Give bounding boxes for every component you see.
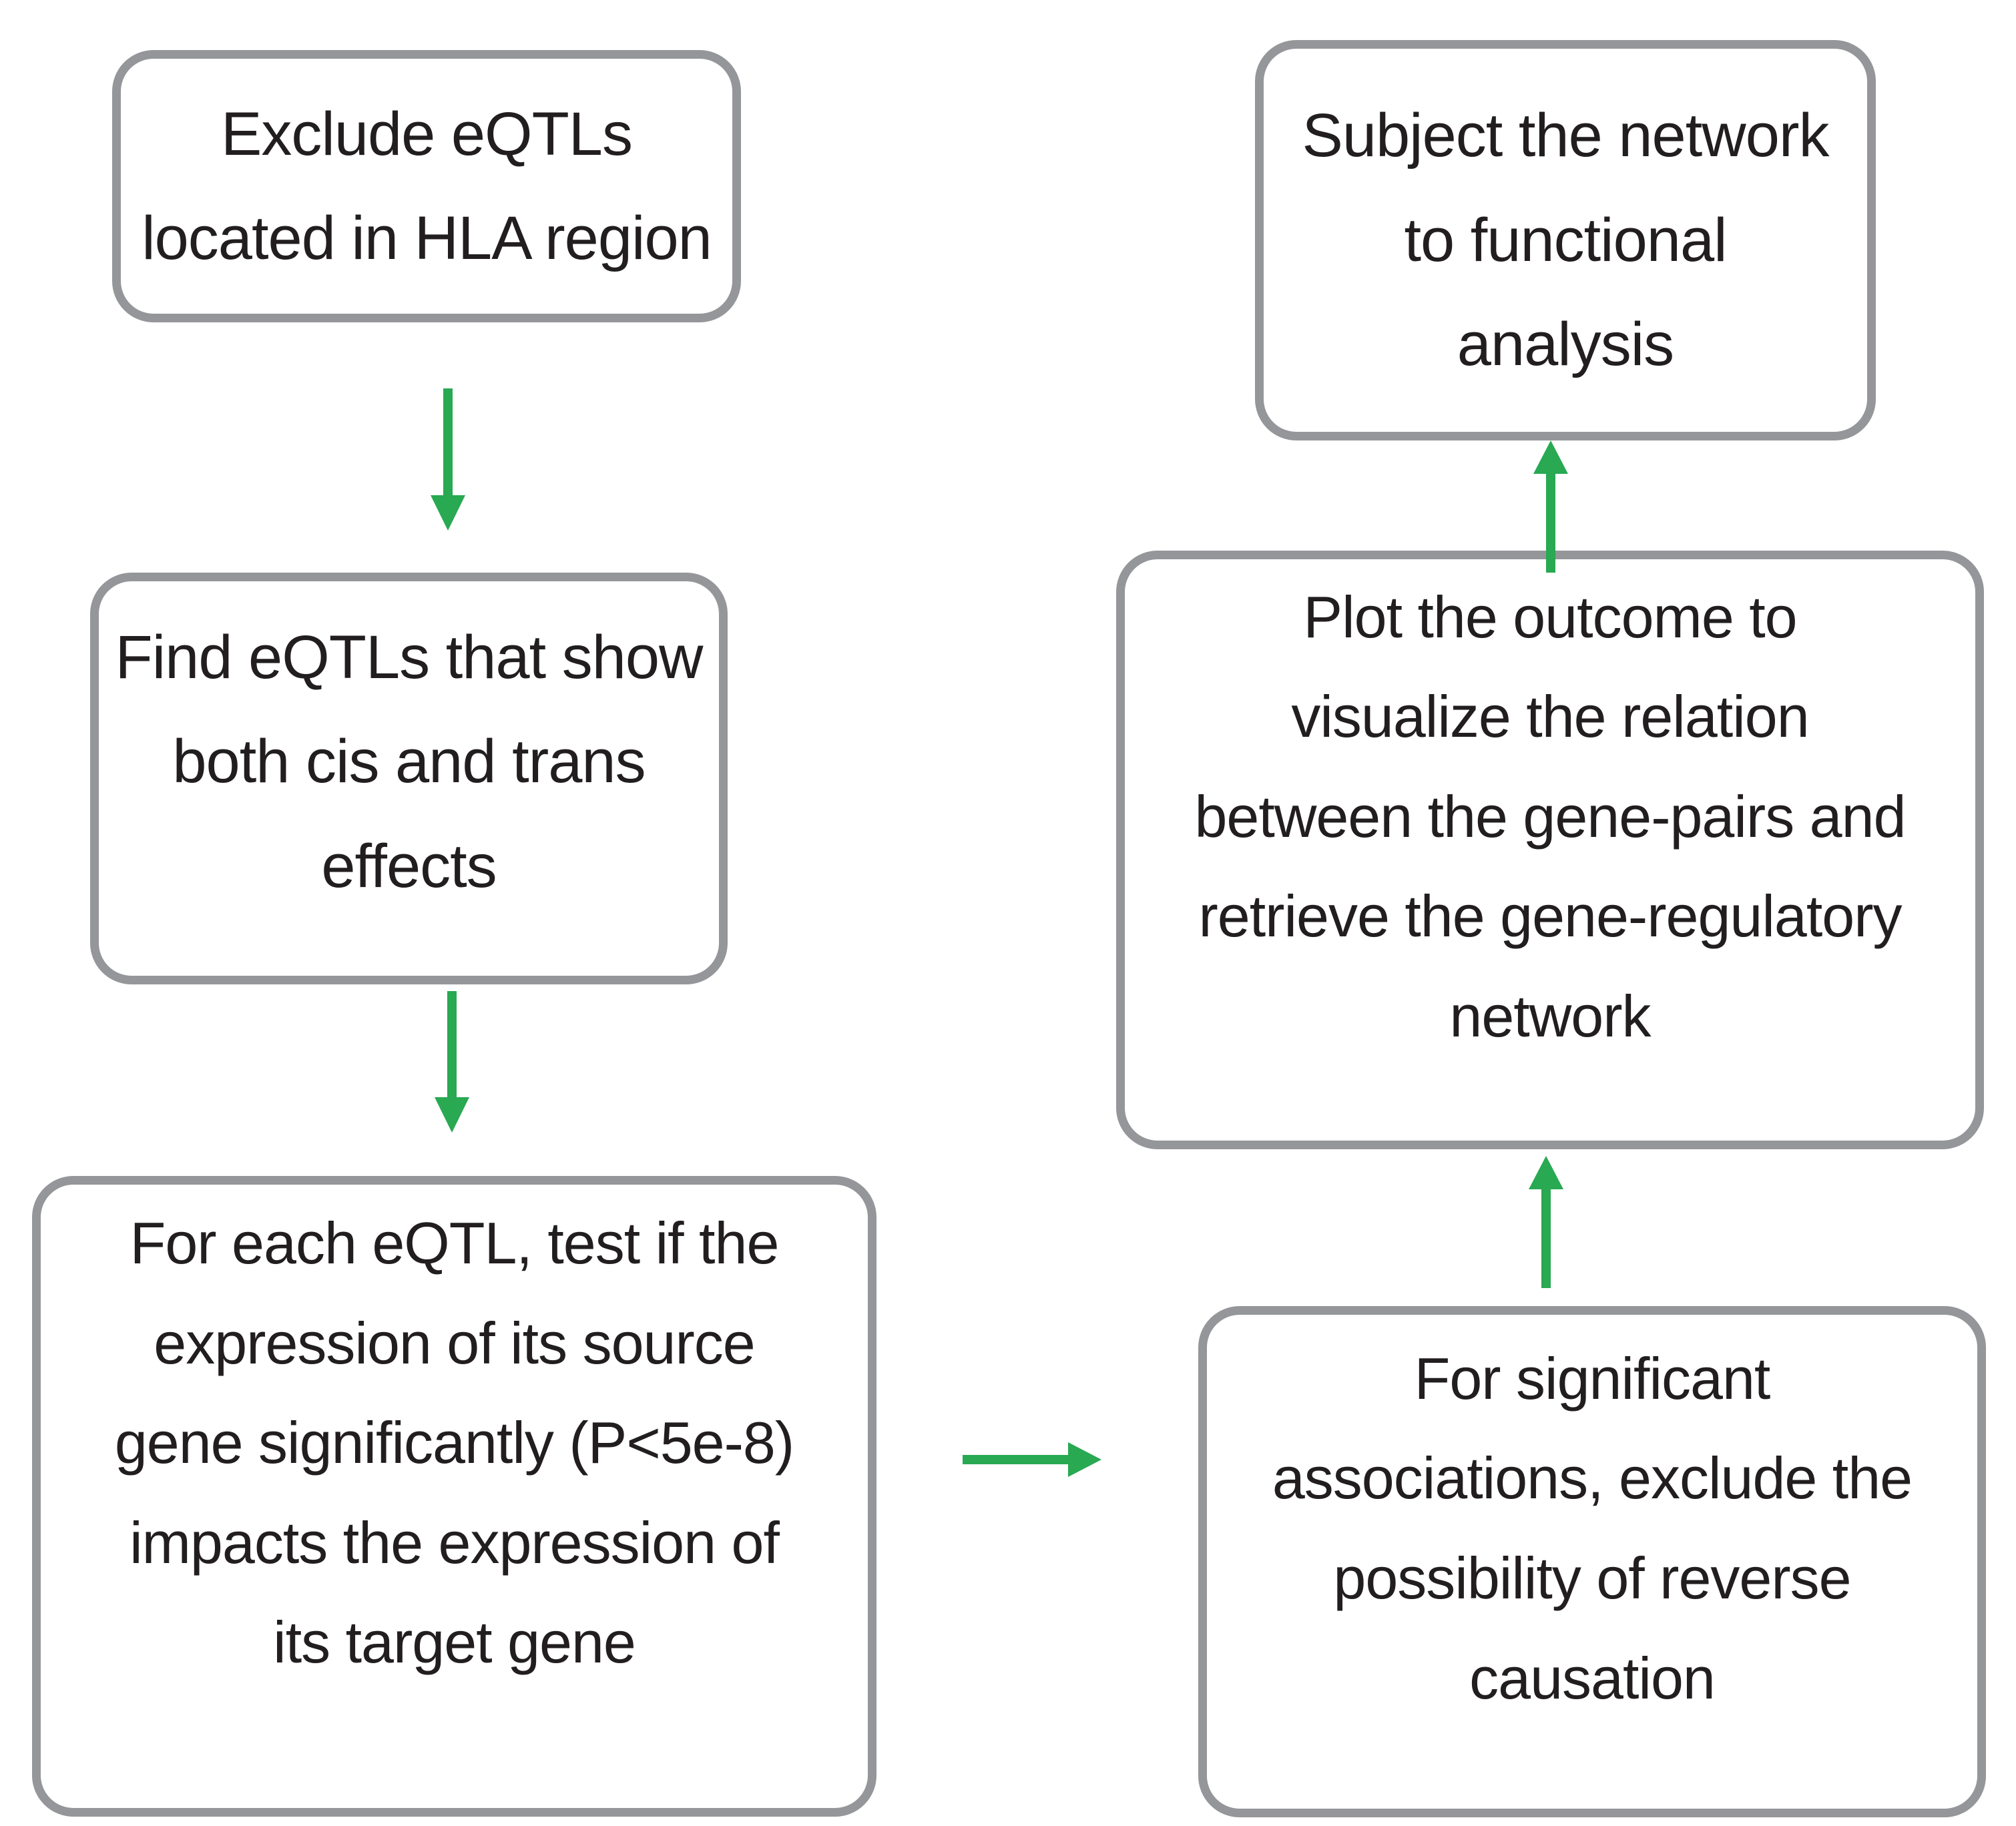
box-text-line: impacts the expression of [130, 1509, 780, 1576]
box-text-line: possibility of reverse [1333, 1545, 1851, 1611]
box-text-line: Find eQTLs that show [115, 623, 704, 691]
box-text-line: network [1449, 982, 1651, 1049]
flow-box-plot-network: Plot the outcome to visualize the relati… [1116, 551, 1984, 1149]
box-text-line: visualize the relation [1291, 683, 1809, 750]
box-text-line: both cis and trans [172, 727, 646, 796]
box-text-line: For significant [1414, 1345, 1771, 1412]
arrow-test-to-reverse-icon [963, 1442, 1101, 1477]
flow-box-test-eqtl: For each eQTL, test if the expression of… [32, 1176, 876, 1817]
box-text-line: Exclude eQTLs [221, 99, 633, 168]
arrow-find-to-test-icon [435, 991, 469, 1133]
box-text-line: Subject the network [1302, 101, 1829, 170]
box-text-line: effects [321, 832, 497, 900]
arrow-exclude-to-find-icon [431, 388, 465, 531]
box-text-line: its target gene [273, 1609, 636, 1676]
box-text-line: Plot the outcome to [1303, 583, 1797, 650]
box-text-line: retrieve the gene-regulatory [1198, 883, 1902, 950]
flow-box-functional-analysis: Subject the network to functional analys… [1255, 40, 1876, 440]
box-text-line: to functional [1404, 206, 1727, 274]
flow-box-exclude-hla: Exclude eQTLs located in HLA region [112, 50, 741, 322]
box-text-line: analysis [1457, 310, 1674, 379]
box-text-line: located in HLA region [142, 204, 712, 272]
arrow-reverse-to-plot-icon [1529, 1156, 1563, 1288]
arrow-plot-to-functional-icon [1533, 440, 1568, 573]
box-text-line: For each eQTL, test if the [130, 1210, 780, 1277]
flow-box-reverse-causation: For significant associations, exclude th… [1198, 1306, 1986, 1817]
flow-box-find-eqtls: Find eQTLs that show both cis and trans … [90, 573, 728, 984]
box-text-line: between the gene-pairs and [1194, 783, 1906, 850]
box-text-line: expression of its source [154, 1309, 755, 1376]
box-text-line: associations, exclude the [1272, 1445, 1913, 1512]
box-text-line: causation [1469, 1644, 1716, 1711]
box-text-line: gene significantly (P<5e-8) [114, 1410, 794, 1476]
